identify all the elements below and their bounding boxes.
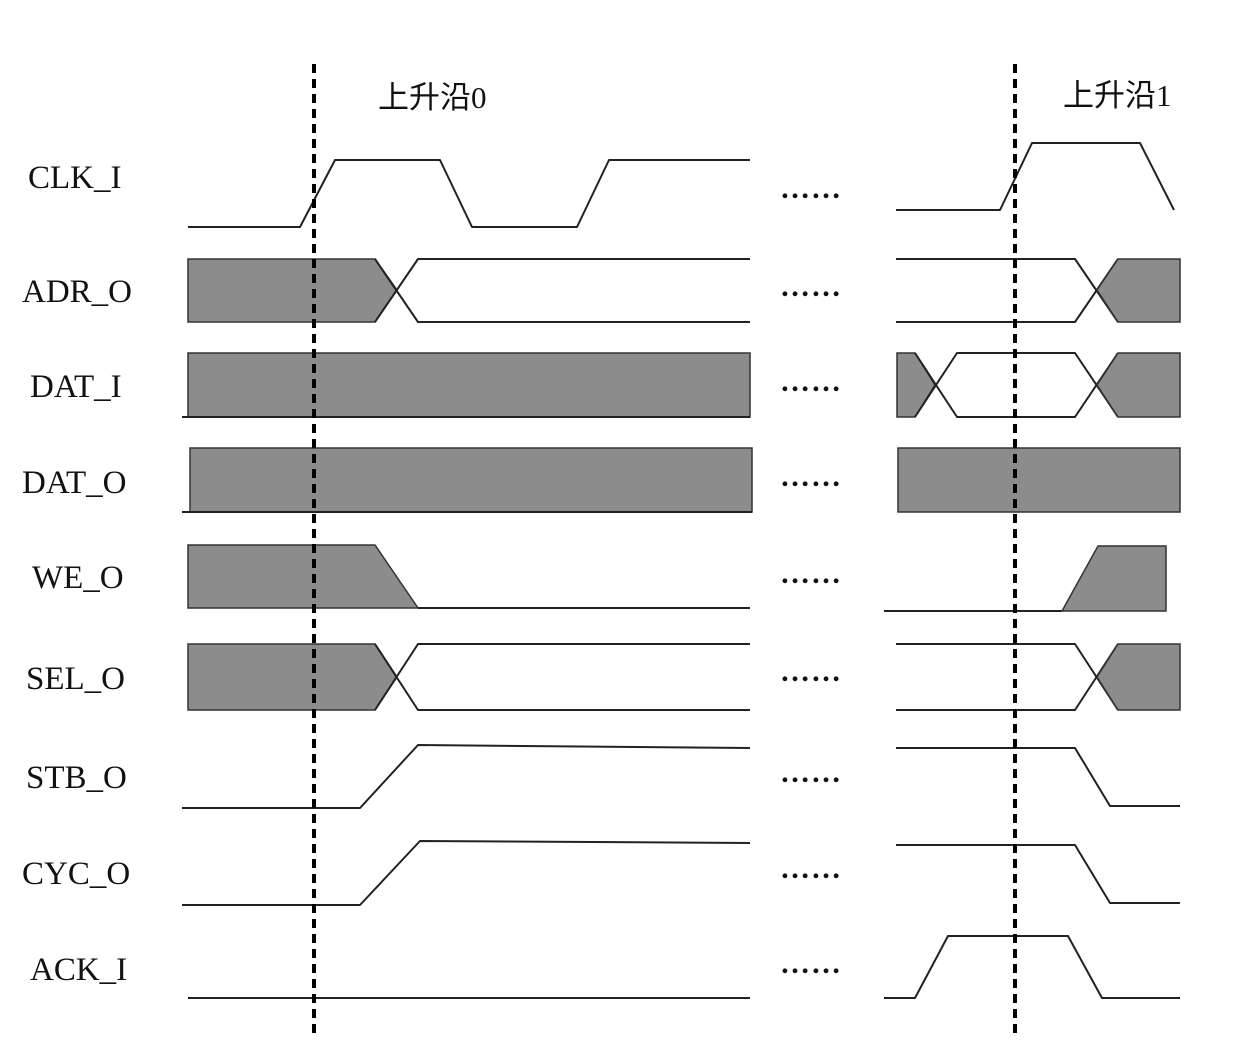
clk-i-wave-left <box>188 159 750 228</box>
ellipsis-adr-o: …… <box>780 270 842 303</box>
ellipsis-dat-o: …… <box>780 460 842 493</box>
cyc-o-wave-right <box>896 844 1180 904</box>
stb-o-wave-left <box>182 744 751 809</box>
ellipsis-dat-i: …… <box>780 365 842 398</box>
signal-label-clk-i: CLK_I <box>28 160 122 196</box>
dat-i-data-region-left <box>187 352 751 418</box>
waveform-cyc-o <box>182 840 1180 906</box>
ellipsis-sel-o: …… <box>780 655 842 688</box>
adr-o-wave-left-top <box>374 258 750 323</box>
adr-o-valid-region-left <box>187 258 398 323</box>
ellipsis-cyc-o: …… <box>780 852 842 885</box>
dat-i-data-region-right-a <box>896 352 936 418</box>
adr-o-wave-right-top <box>896 258 1119 323</box>
we-o-active-region-right <box>1060 545 1167 612</box>
signal-label-sel-o: SEL_O <box>26 661 125 697</box>
waveform-we-o <box>187 544 1167 612</box>
signal-label-dat-i: DAT_I <box>30 369 122 405</box>
waveform-adr-o <box>187 258 1181 323</box>
ellipsis-stb-o: …… <box>780 756 842 789</box>
adr-o-wave-left-bottom <box>374 258 750 323</box>
ellipsis-ack-i: …… <box>780 947 842 980</box>
ellipsis-clk-i: …… <box>780 172 842 205</box>
cyc-o-wave-left <box>182 840 751 906</box>
edge-label-0: 上升沿0 <box>378 80 487 115</box>
sel-o-valid-region-right <box>1096 643 1181 711</box>
we-o-active-region-left <box>187 544 420 609</box>
waveform-sel-o <box>187 643 1181 711</box>
adr-o-wave-right-bottom <box>896 258 1119 323</box>
signal-label-we-o: WE_O <box>32 560 124 596</box>
signal-label-ack-i: ACK_I <box>30 952 127 988</box>
signal-label-dat-o: DAT_O <box>22 465 127 501</box>
dat-o-data-region-left <box>189 447 753 513</box>
sel-o-wave-right-bottom <box>896 643 1119 711</box>
signal-label-stb-o: STB_O <box>26 760 127 796</box>
dat-o-data-region-right <box>897 447 1181 513</box>
sel-o-wave-right-top <box>896 643 1119 711</box>
dat-i-data-region-right-b <box>1096 352 1181 418</box>
stb-o-wave-right <box>896 747 1180 807</box>
waveform-clk-i <box>188 142 1175 228</box>
waveform-dat-i <box>182 352 1181 418</box>
waveform-stb-o <box>182 744 1180 809</box>
sel-o-valid-region-left <box>187 643 398 711</box>
sel-o-wave-left-bottom <box>374 643 750 711</box>
ellipsis-we-o: …… <box>780 557 842 590</box>
ack-i-wave-right <box>884 935 1180 999</box>
sel-o-wave-left-top <box>374 643 750 711</box>
waveform-dat-o <box>182 447 1181 513</box>
edge-label-1: 上升沿1 <box>1063 78 1172 113</box>
waveform-ack-i <box>188 935 1180 999</box>
signal-label-adr-o: ADR_O <box>22 274 132 310</box>
adr-o-valid-region-right <box>1096 258 1181 323</box>
signal-label-cyc-o: CYC_O <box>22 856 130 892</box>
clk-i-wave-right <box>896 142 1175 211</box>
